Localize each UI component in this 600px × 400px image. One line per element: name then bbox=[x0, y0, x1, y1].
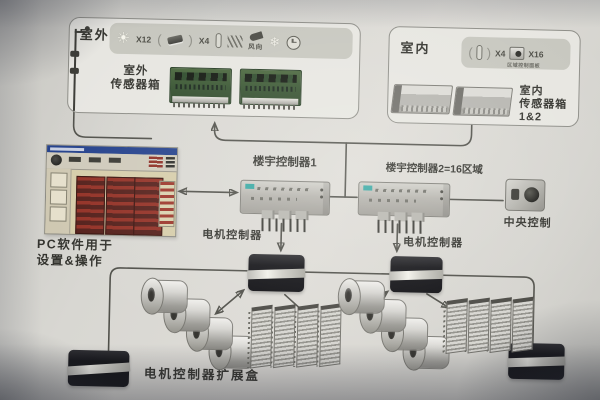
zone-panel-count-label: X16 bbox=[528, 48, 544, 59]
indoor-sensor-box-label: 室内 传感器箱 1&2 bbox=[518, 84, 568, 124]
bracket-icon: ( bbox=[468, 44, 473, 60]
outdoor-icon-strip: ☀ X12 ( ) X4 风向 ❄ bbox=[109, 22, 353, 60]
pole-sensor-box bbox=[70, 50, 80, 57]
expansion-box-label: 电机控制器扩展盒 bbox=[143, 366, 261, 384]
sun-icon: ☀ bbox=[116, 29, 131, 48]
blind-panel bbox=[296, 303, 319, 368]
pc-toolbar-icon bbox=[68, 156, 81, 163]
pc-toolbar-icon bbox=[88, 157, 101, 163]
rain-icon bbox=[227, 34, 243, 48]
pole-arm bbox=[74, 30, 87, 34]
louver-count-label: X4 bbox=[198, 35, 210, 46]
pcb-board-2 bbox=[239, 68, 302, 107]
building-controller-1-label: 楼宇控制器1 bbox=[252, 155, 317, 170]
pc-sidebar-thumb bbox=[49, 189, 68, 205]
indoor-zone-title: 室内 bbox=[400, 40, 431, 56]
zone-panel-caption: 区域控制面板 bbox=[507, 62, 541, 70]
blind-panel bbox=[511, 296, 534, 353]
pole-sensor-dot bbox=[84, 26, 90, 32]
pc-mini-panel bbox=[158, 180, 176, 228]
louver-icon bbox=[166, 34, 184, 45]
blind-panel bbox=[489, 297, 512, 354]
bus-branch-line bbox=[344, 142, 348, 198]
controller2-pins bbox=[377, 219, 426, 234]
tubular-motor bbox=[140, 277, 189, 315]
sensor-bus-line bbox=[214, 119, 473, 147]
building-controller-2-label: 楼宇控制器2=16区域 bbox=[385, 161, 484, 177]
indoor-louver-count-label: X4 bbox=[494, 47, 506, 59]
tubular-motor bbox=[337, 277, 386, 316]
outdoor-sensor-box-label: 室外 传感器箱 bbox=[110, 64, 161, 93]
motor-controller-right-label: 电机控制器 bbox=[402, 236, 464, 250]
pc-toolbar-icon bbox=[148, 156, 163, 168]
pc-software-label: PC软件用于 设置&操作 bbox=[36, 237, 114, 269]
blind-panel bbox=[250, 304, 273, 369]
pc-controller-arrow bbox=[180, 191, 236, 192]
sun-count-label: X12 bbox=[135, 33, 152, 45]
expansion-box-left bbox=[66, 349, 131, 388]
motor-controller-box-2 bbox=[389, 256, 444, 294]
motor-controller-box-1 bbox=[247, 253, 306, 293]
clock-icon bbox=[285, 35, 301, 50]
outdoor-pole-line bbox=[72, 108, 153, 140]
bracket-icon: ) bbox=[188, 32, 194, 48]
snowflake-icon: ❄ bbox=[269, 34, 281, 50]
central-control-knob bbox=[524, 187, 540, 203]
pcb-board-1 bbox=[169, 67, 232, 105]
pc-sidebar-thumb bbox=[49, 206, 67, 222]
controller-link-line bbox=[328, 195, 358, 199]
central-control-device bbox=[504, 178, 546, 212]
bracket-icon: ) bbox=[486, 45, 492, 61]
indoor-relay-module-1 bbox=[390, 84, 454, 115]
indoor-icon-strip: ( ) X4 X16 区域控制面板 bbox=[461, 36, 571, 71]
bracket-icon: ( bbox=[157, 31, 162, 47]
pc-screenshot bbox=[44, 144, 179, 238]
pole-sensor-box bbox=[69, 67, 79, 74]
pc-sidebar-thumb bbox=[50, 172, 68, 188]
blind-panel bbox=[273, 304, 296, 369]
zone-panel-icon bbox=[509, 46, 525, 61]
blind-panel bbox=[445, 298, 468, 355]
pc-toolbar-icon bbox=[165, 156, 175, 169]
motor-controller-left-label: 电机控制器 bbox=[202, 228, 263, 243]
indoor-sensor-icon bbox=[476, 44, 483, 61]
central-control-label: 中央控制 bbox=[503, 216, 552, 230]
wind-caption: 风向 bbox=[248, 43, 264, 51]
expansion-bus-line bbox=[107, 267, 535, 352]
central-link-line bbox=[448, 198, 504, 202]
controller1-pins bbox=[261, 218, 310, 233]
indoor-relay-module-2 bbox=[452, 86, 514, 117]
blind-panel bbox=[467, 297, 490, 354]
pc-toolbar-icon bbox=[108, 157, 121, 163]
cylinders1-box1-arrow bbox=[216, 290, 243, 314]
pc-data-column bbox=[105, 176, 136, 236]
thermometer-icon bbox=[215, 33, 222, 49]
pc-data-column bbox=[75, 175, 106, 235]
